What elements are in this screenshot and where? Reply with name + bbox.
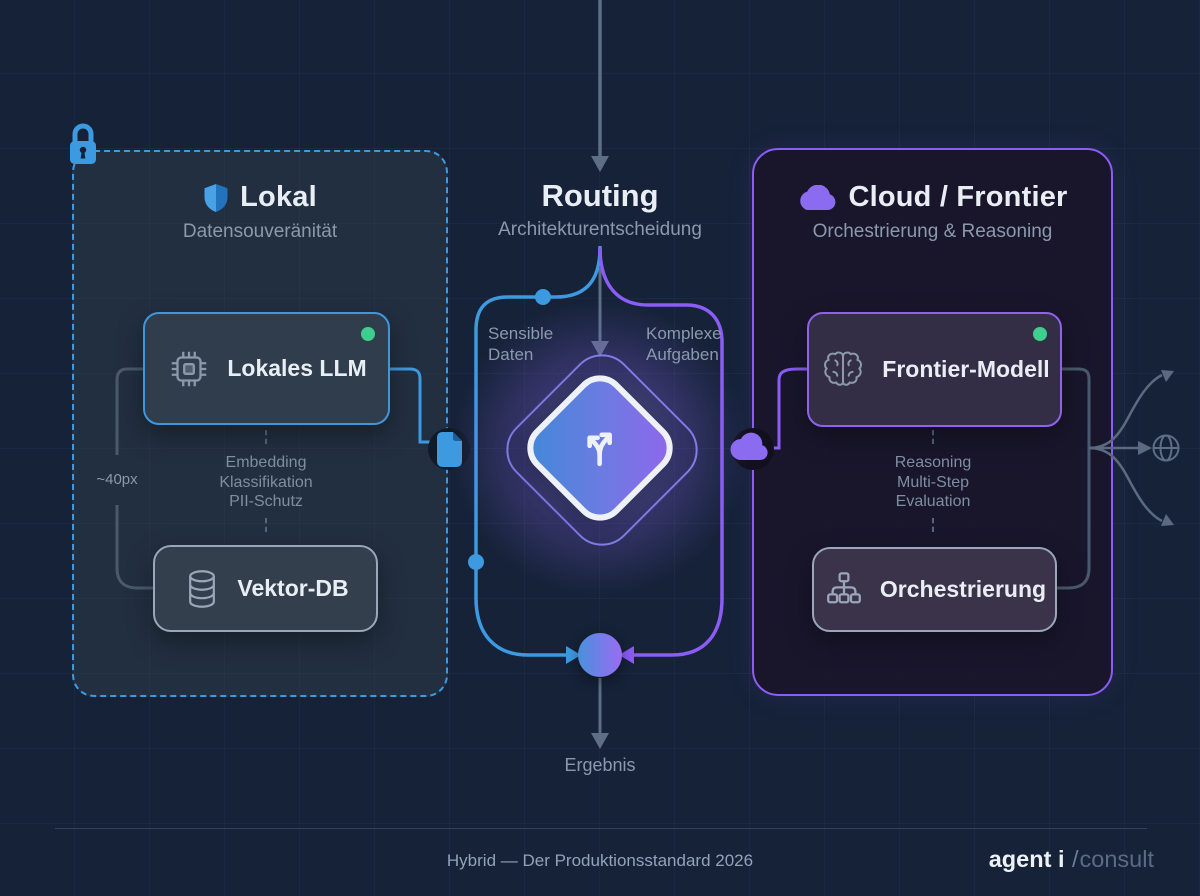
cloud-panel-subtitle: Orchestrierung & Reasoning [812,221,1053,242]
result-arrow [591,678,609,749]
footer-divider [55,828,1147,829]
cloud-icon [800,184,836,210]
vector-db-node: Vektor-DB [153,545,378,632]
input-arrow [591,0,609,172]
brand-logo: agent i /consult [989,846,1154,873]
orchestration-label: Orchestrierung [879,576,1047,602]
brand-separator: / [1072,846,1079,872]
branch-dot-top [535,289,551,305]
branch-dot-bottom [468,554,484,570]
status-dot-green [1033,327,1047,341]
local-panel-header: Lokal [72,181,448,214]
local-tick-top [265,430,267,444]
org-chart-icon [827,571,861,603]
result-label: Ergebnis [564,755,636,775]
globe-icon [1152,434,1180,462]
cloud-panel-header: Cloud / Frontier [752,181,1113,214]
database-icon [189,569,216,608]
cloud-capabilities: Reasoning Multi-Step Evaluation [894,454,972,510]
split-arrows-icon [573,419,627,478]
left-branch-label: Sensible Daten [488,324,554,364]
chip-icon [172,351,207,386]
routing-subtitle: Architekturentscheidung [498,219,702,240]
brand-light: consult [1079,846,1154,872]
local-tick-bottom [265,518,267,532]
merge-node [578,633,622,677]
brain-icon [824,351,863,386]
vector-db-label: Vektor-DB [237,575,349,601]
status-dot-green [361,327,375,341]
footer-caption: Hybrid — Der Produktionsstandard 2026 [446,851,754,870]
shield-icon [204,183,228,212]
frontier-model-label: Frontier-Modell [882,356,1050,382]
local-panel-title: Lokal [240,181,317,213]
cloud-tick-top [932,430,934,444]
local-llm-label: Lokales LLM [227,355,367,381]
local-capabilities: Embedding Klassifikation PII-Schutz [219,454,313,510]
local-panel-subtitle: Datensouveränität [182,221,338,242]
orchestration-node: Orchestrierung [812,547,1057,632]
right-branch-label: Komplexe Aufgaben [646,324,722,364]
frontier-model-node: Frontier-Modell [807,312,1062,427]
size-annotation: ~40px [96,471,138,488]
routing-title: Routing [541,178,659,213]
lock-icon [70,123,96,164]
brand-bold: agent i [988,846,1065,872]
local-llm-node: Lokales LLM [143,312,390,425]
cloud-tick-bottom [932,518,934,532]
cloud-panel-title: Cloud / Frontier [848,181,1068,213]
